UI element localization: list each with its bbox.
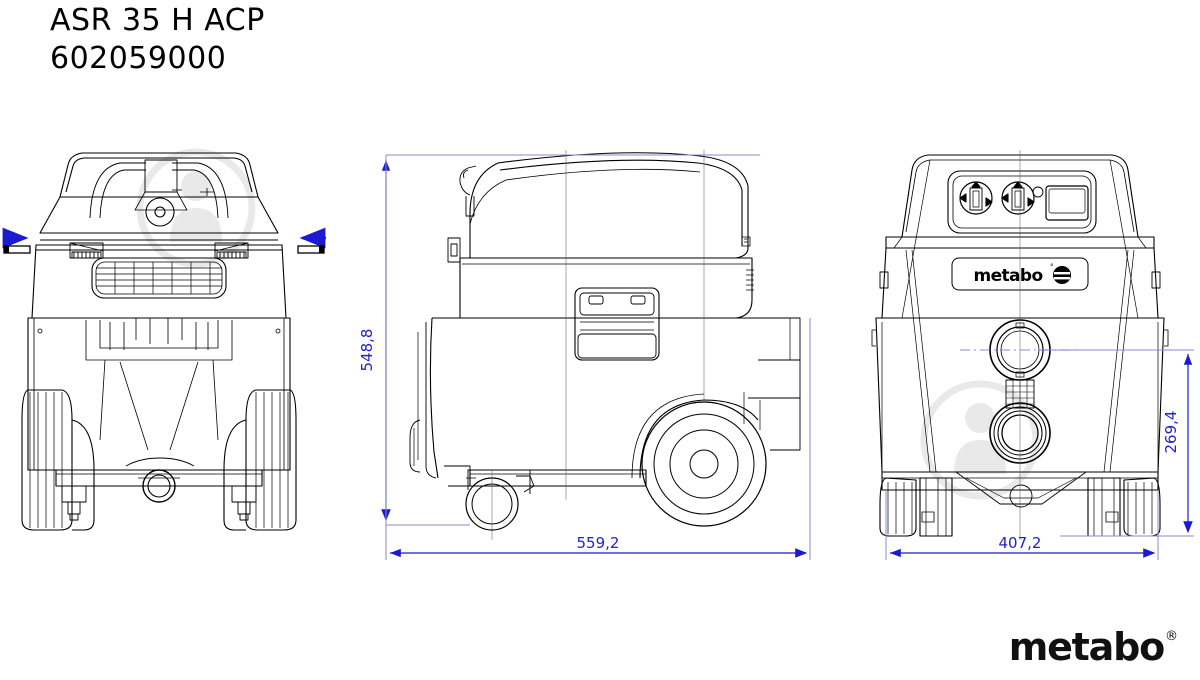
dimension-labels: 548,8 559,2 407,2 269,4 bbox=[358, 329, 1180, 552]
badge-registered-mark: ° bbox=[1050, 263, 1054, 271]
title-block: ASR 35 H ACP 602059000 bbox=[50, 2, 265, 78]
annotation-arrow-right bbox=[297, 227, 326, 254]
rear-view bbox=[871, 150, 1169, 540]
side-view bbox=[409, 150, 801, 540]
dimension-lines bbox=[381, 154, 1194, 560]
dimension-tank-height: 269,4 bbox=[1162, 411, 1180, 454]
dimension-height: 548,8 bbox=[358, 329, 376, 372]
metabo-mark-icon bbox=[1053, 266, 1071, 284]
dimension-length: 559,2 bbox=[577, 534, 620, 552]
brand-logo-text: metabo bbox=[1008, 625, 1165, 669]
article-number: 602059000 bbox=[50, 41, 227, 76]
watermark bbox=[140, 152, 1036, 496]
brand-logo: metabo ® bbox=[1009, 628, 1178, 666]
product-badge-text: metabo bbox=[973, 266, 1042, 286]
annotation-arrow-left bbox=[2, 227, 31, 254]
page-title: ASR 35 H ACP bbox=[50, 3, 265, 38]
front-view bbox=[21, 152, 297, 531]
product-badge: metabo ° bbox=[973, 263, 1071, 286]
dimension-width: 407,2 bbox=[999, 534, 1042, 552]
registered-trademark-icon: ® bbox=[1165, 629, 1178, 644]
